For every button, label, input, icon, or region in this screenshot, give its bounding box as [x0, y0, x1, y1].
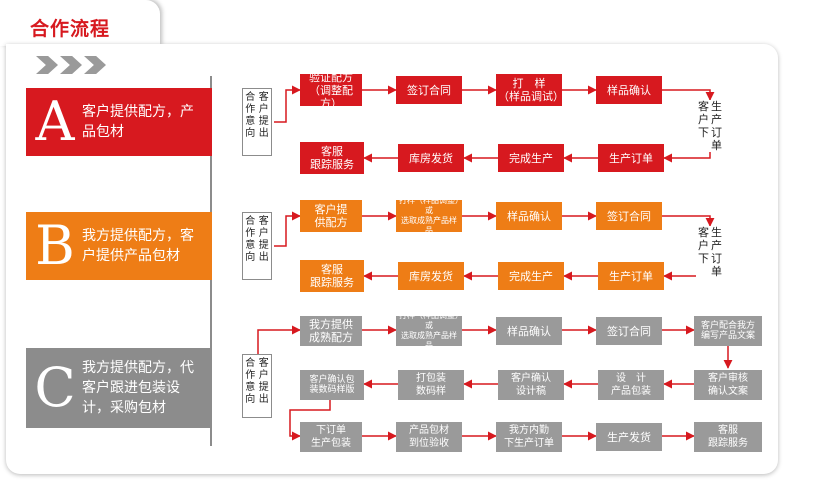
flow-b-start-col1: 合作意向	[245, 216, 256, 263]
flow-b-step-4: 签订合同	[596, 202, 662, 230]
option-c-letter: C	[34, 356, 76, 419]
flow-b-step-6: 完成生产	[498, 262, 564, 290]
flow-c-step-7: 设 计 产品包装	[598, 370, 664, 400]
title-tab: 合作流程	[0, 0, 160, 46]
flow-a-start-col2: 客户提出	[258, 92, 269, 139]
page-title: 合作流程	[30, 18, 111, 40]
option-a-letter: A	[35, 90, 75, 153]
flow-c-step-13: 我方内勤 下生产订单	[496, 422, 562, 452]
flow-b-turn: 客户下 生产订单	[696, 226, 724, 278]
flow-c-step-8: 客户确认 设计稿	[498, 370, 564, 400]
option-a: A 客户提供配方，产品包材	[26, 88, 212, 156]
flow-c-step-4: 签订合同	[596, 317, 662, 345]
flow-a-step-3: 打 样 （样品调试）	[496, 74, 564, 106]
flow-c-step-12: 产品包材 到位验收	[396, 422, 462, 452]
flow-a-step-7: 库房发货	[398, 144, 464, 172]
flow-c-step-6: 客户审核 确认文案	[694, 370, 762, 400]
flow-a-step-2: 签订合同	[396, 76, 462, 104]
flow-b-step-8: 客服 跟踪服务	[300, 260, 364, 292]
flow-a-step-1: 验证配方 （调整配方）	[300, 71, 362, 110]
flow-a-step-5: 生产订单	[598, 144, 664, 172]
flow-b-step-7: 库房发货	[398, 262, 464, 290]
flow-a-turn: 客户下 生产订单	[696, 100, 724, 152]
flow-c-step-10: 客户确认包 装数码样版	[300, 370, 364, 400]
flow-b-step-2: 打样（样品调整）或 选取成熟产品样品	[396, 196, 462, 235]
flow-b-step-1: 客户提 供配方	[300, 200, 362, 232]
flow-a-turn-col1: 客户下	[698, 100, 709, 139]
flow-c-step-2: 打样（样品调整）或 选取成熟产品样品	[396, 311, 462, 350]
option-c: C 我方提供配方，代客户跟进包装设计，采购包材	[26, 348, 212, 428]
flow-a-start-col1: 合作意向	[245, 92, 256, 139]
flow-b-turn-col2: 生产订单	[711, 226, 722, 278]
flow-c-step-1: 我方提供 成熟配方	[300, 316, 362, 346]
flow-c-start-col1: 合作意向	[245, 358, 256, 405]
flow-c-step-9: 打包装 数码样	[398, 370, 464, 400]
flow-a-step-6: 完成生产	[498, 144, 564, 172]
chevron-right-icon	[60, 56, 82, 74]
option-a-text: 客户提供配方，产品包材	[82, 104, 194, 140]
chevron-right-icon	[36, 56, 58, 74]
option-b-text: 我方提供配方，客户提供产品包材	[82, 228, 194, 264]
option-b: B 我方提供配方，客户提供产品包材	[26, 212, 212, 280]
flow-b-turn-col1: 客户下	[698, 226, 709, 265]
flow-c-start: 合作意向 客户提出	[242, 354, 272, 418]
flow-c-step-5: 客户配合我方 编写产品文案	[694, 316, 762, 346]
chevron-decoration	[36, 56, 106, 74]
flow-b-step-5: 生产订单	[598, 262, 664, 290]
chevron-right-icon	[84, 56, 106, 74]
flow-c-step-3: 样品确认	[496, 317, 562, 345]
flow-b-step-3: 样品确认	[496, 202, 562, 230]
flow-a-turn-col2: 生产订单	[711, 100, 722, 152]
flow-a-step-8: 客服 跟踪服务	[300, 142, 364, 174]
flow-c-step-14: 生产发货	[596, 423, 662, 451]
flow-c-start-col2: 客户提出	[258, 358, 269, 405]
flow-a-step-4: 样品确认	[596, 76, 662, 104]
flow-c-step-15: 客服 跟踪服务	[694, 422, 762, 452]
flow-a-start: 合作意向 客户提出	[242, 88, 272, 156]
flow-c-step-11: 下订单 生产包装	[300, 422, 362, 452]
flow-b-start: 合作意向 客户提出	[242, 212, 272, 280]
option-b-letter: B	[35, 214, 75, 277]
option-c-text: 我方提供配方，代客户跟进包装设计，采购包材	[82, 360, 194, 416]
flow-b-start-col2: 客户提出	[258, 216, 269, 263]
